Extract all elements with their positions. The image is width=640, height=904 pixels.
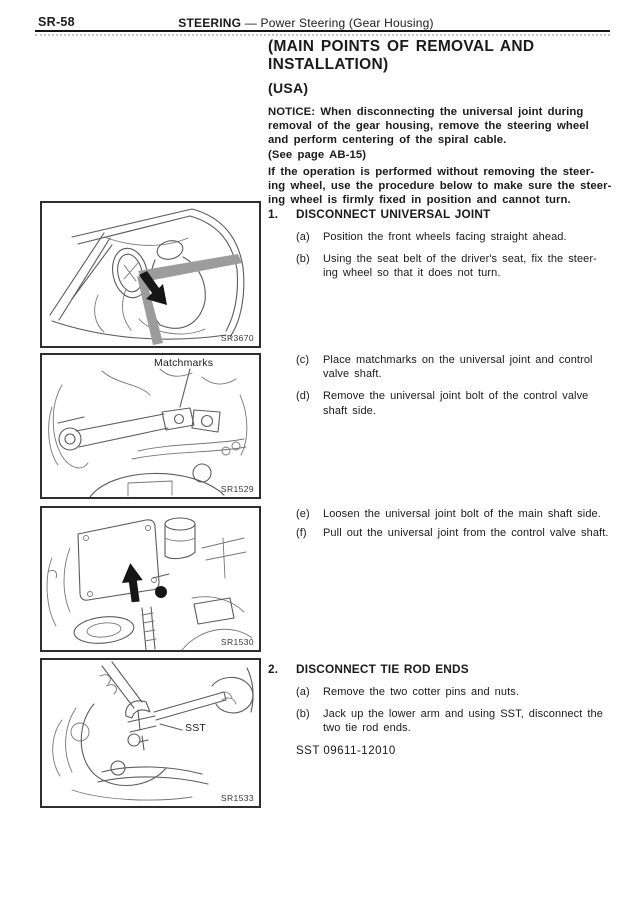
- car-interior-illustration: [49, 208, 245, 345]
- engine-bay-illustration: [46, 517, 253, 650]
- step-text: Using the seat belt of the driver's seat…: [323, 253, 597, 280]
- step-text: Position the front wheels facing straigh…: [323, 231, 567, 243]
- chapter-title-rest: — Power Steering (Gear Housing): [244, 16, 434, 30]
- header-rule-shadow: [35, 34, 610, 36]
- steps-c-d: (c) Place matchmarks on the universal jo…: [296, 353, 640, 418]
- sst-callout: SST: [185, 722, 207, 734]
- step-text: Place matchmarks on the universal joint …: [323, 354, 593, 381]
- sst-tool-illustration: [52, 661, 254, 801]
- chapter-title: STEERING — Power Steering (Gear Housing): [0, 16, 612, 30]
- figure-code: SR1529: [220, 484, 254, 494]
- section-number: 2.: [268, 662, 279, 676]
- section-title: DISCONNECT UNIVERSAL JOINT: [296, 207, 491, 221]
- step-a: (a) Remove the two cotter pins and nuts.: [296, 685, 618, 699]
- matchmarks-callout: Matchmarks: [154, 357, 214, 369]
- step-b: (b) Jack up the lower arm and using SST,…: [296, 707, 618, 735]
- market-heading: (USA): [268, 80, 309, 96]
- step-a: (a) Position the front wheels facing str…: [296, 230, 618, 244]
- procedure-section-1-heading: 1. DISCONNECT UNIVERSAL JOINT: [268, 207, 618, 221]
- figure-code: SR1533: [220, 793, 254, 803]
- figure-matchmarks: Matchmarks SR1529: [40, 353, 261, 499]
- step-f: (f) Pull out the universal joint from th…: [296, 526, 640, 540]
- figure-universal-joint-wheel-fix: SR3670: [40, 201, 261, 348]
- section-title: DISCONNECT TIE ROD ENDS: [296, 662, 469, 676]
- procedure-section-2: 2. DISCONNECT TIE ROD ENDS (a) Remove th…: [268, 662, 618, 757]
- step-e: (e) Loosen the universal joint bolt of t…: [296, 507, 640, 521]
- section-heading: (MAIN POINTS OF REMOVAL AND INSTALLATION…: [268, 38, 535, 73]
- sst-part-number: SST 09611-12010: [296, 744, 396, 757]
- figure-sst-tie-rod: SST SR1533: [40, 658, 261, 808]
- step-text: Remove the two cotter pins and nuts.: [323, 686, 519, 698]
- procedure-section-2-heading: 2. DISCONNECT TIE ROD ENDS: [268, 662, 618, 676]
- step-d: (d) Remove the universal joint bolt of t…: [296, 389, 640, 417]
- procedure-section-1: 1. DISCONNECT UNIVERSAL JOINT (a) Positi…: [268, 207, 618, 281]
- figure-engine-bay-arrow: SR1530: [40, 506, 261, 652]
- step-label: (a): [296, 231, 310, 243]
- notice-paragraph: NOTICE: When disconnecting the universal…: [268, 106, 589, 161]
- step-label: (f): [296, 527, 307, 540]
- figure-code: SR3670: [220, 333, 254, 343]
- step-label: (b): [296, 253, 310, 266]
- steps-2-a-b: (a) Remove the two cotter pins and nuts.…: [296, 685, 618, 736]
- chapter-title-bold: STEERING: [178, 16, 242, 30]
- step-c: (c) Place matchmarks on the universal jo…: [296, 353, 640, 381]
- steps-a-b: (a) Position the front wheels facing str…: [296, 230, 618, 281]
- header-rule: [35, 30, 610, 32]
- section-number: 1.: [268, 207, 279, 221]
- figure-code: SR1530: [220, 637, 254, 647]
- step-text: Pull out the universal joint from the co…: [323, 527, 609, 540]
- universal-joint-illustration: [48, 368, 248, 497]
- step-text: Jack up the lower arm and using SST, dis…: [323, 708, 603, 735]
- step-label: (b): [296, 708, 310, 721]
- steps-e-f: (e) Loosen the universal joint bolt of t…: [296, 507, 640, 540]
- step-label: (c): [296, 354, 310, 366]
- step-label: (d): [296, 390, 310, 403]
- step-text: Remove the universal joint bolt of the c…: [323, 390, 589, 417]
- step-label: (a): [296, 686, 310, 698]
- step-b: (b) Using the seat belt of the driver's …: [296, 252, 618, 280]
- page-number: SR-58: [38, 15, 75, 29]
- step-label: (e): [296, 508, 310, 520]
- step-text: Loosen the universal joint bolt of the m…: [323, 508, 601, 520]
- notice-paragraph-2: If the operation is performed without re…: [268, 166, 612, 207]
